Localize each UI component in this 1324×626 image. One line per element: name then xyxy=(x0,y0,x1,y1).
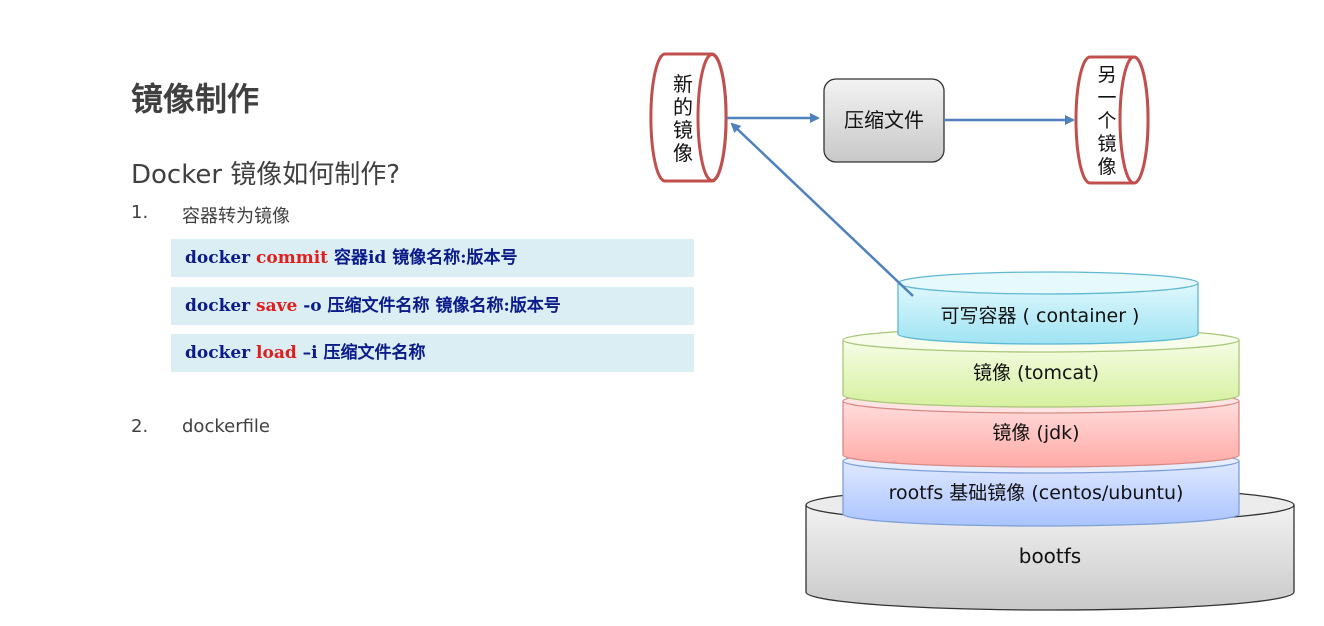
command-load: docker load –i 压缩文件名称 xyxy=(171,334,694,372)
slide-question: Docker 镜像如何制作? xyxy=(131,160,401,190)
command-load-args: –i 压缩文件名称 xyxy=(296,343,426,363)
command-commit-args: 容器id 镜像名称:版本号 xyxy=(328,248,518,268)
new-image-cylinder: 新 的 镜 像 xyxy=(649,52,728,183)
command-commit-keyword: commit xyxy=(256,248,329,268)
new-image-char-3: 镜 xyxy=(673,118,693,142)
other-image-char-3: 个 xyxy=(1097,110,1116,132)
command-load-prefix: docker xyxy=(185,343,257,363)
list-item-1-number: 1. xyxy=(131,202,149,223)
bootfs-label: bootfs xyxy=(1019,544,1081,568)
new-image-char-1: 新 xyxy=(673,72,693,96)
container-label: 可写容器 ( container ) xyxy=(941,305,1140,327)
other-image-cylinder: 另 一 个 镜 像 xyxy=(1074,55,1150,185)
other-image-char-2: 一 xyxy=(1097,87,1116,109)
tomcat-label: 镜像 (tomcat) xyxy=(973,362,1099,384)
command-save-keyword: save xyxy=(256,296,298,316)
list-item-1-text: 容器转为镜像 xyxy=(182,206,290,227)
jdk-label: 镜像 (jdk) xyxy=(992,422,1079,444)
compress-file-label: 压缩文件 xyxy=(844,108,924,132)
new-image-char-2: 的 xyxy=(673,95,693,119)
slide-title: 镜像制作 xyxy=(131,80,260,118)
command-load-keyword: load xyxy=(256,343,297,363)
other-image-char-1: 另 xyxy=(1097,64,1116,86)
other-image-char-4: 镜 xyxy=(1097,133,1116,155)
compress-file-box: 压缩文件 xyxy=(823,78,945,163)
command-save-prefix: docker xyxy=(185,296,257,316)
command-commit-prefix: docker xyxy=(185,248,257,268)
other-image-char-5: 像 xyxy=(1097,156,1116,178)
command-commit: docker commit 容器id 镜像名称:版本号 xyxy=(171,239,694,277)
container-layer: 可写容器 ( container ) xyxy=(897,271,1199,345)
command-save: docker save -o 压缩文件名称 镜像名称:版本号 xyxy=(171,287,694,325)
arrow-commit xyxy=(730,122,914,297)
command-save-args: -o 压缩文件名称 镜像名称:版本号 xyxy=(297,296,561,316)
rootfs-label: rootfs 基础镜像 (centos/ubuntu) xyxy=(889,482,1184,504)
new-image-char-4: 像 xyxy=(673,141,693,165)
list-item-2-number: 2. xyxy=(131,416,149,437)
list-item-2-text: dockerfile xyxy=(182,416,271,437)
